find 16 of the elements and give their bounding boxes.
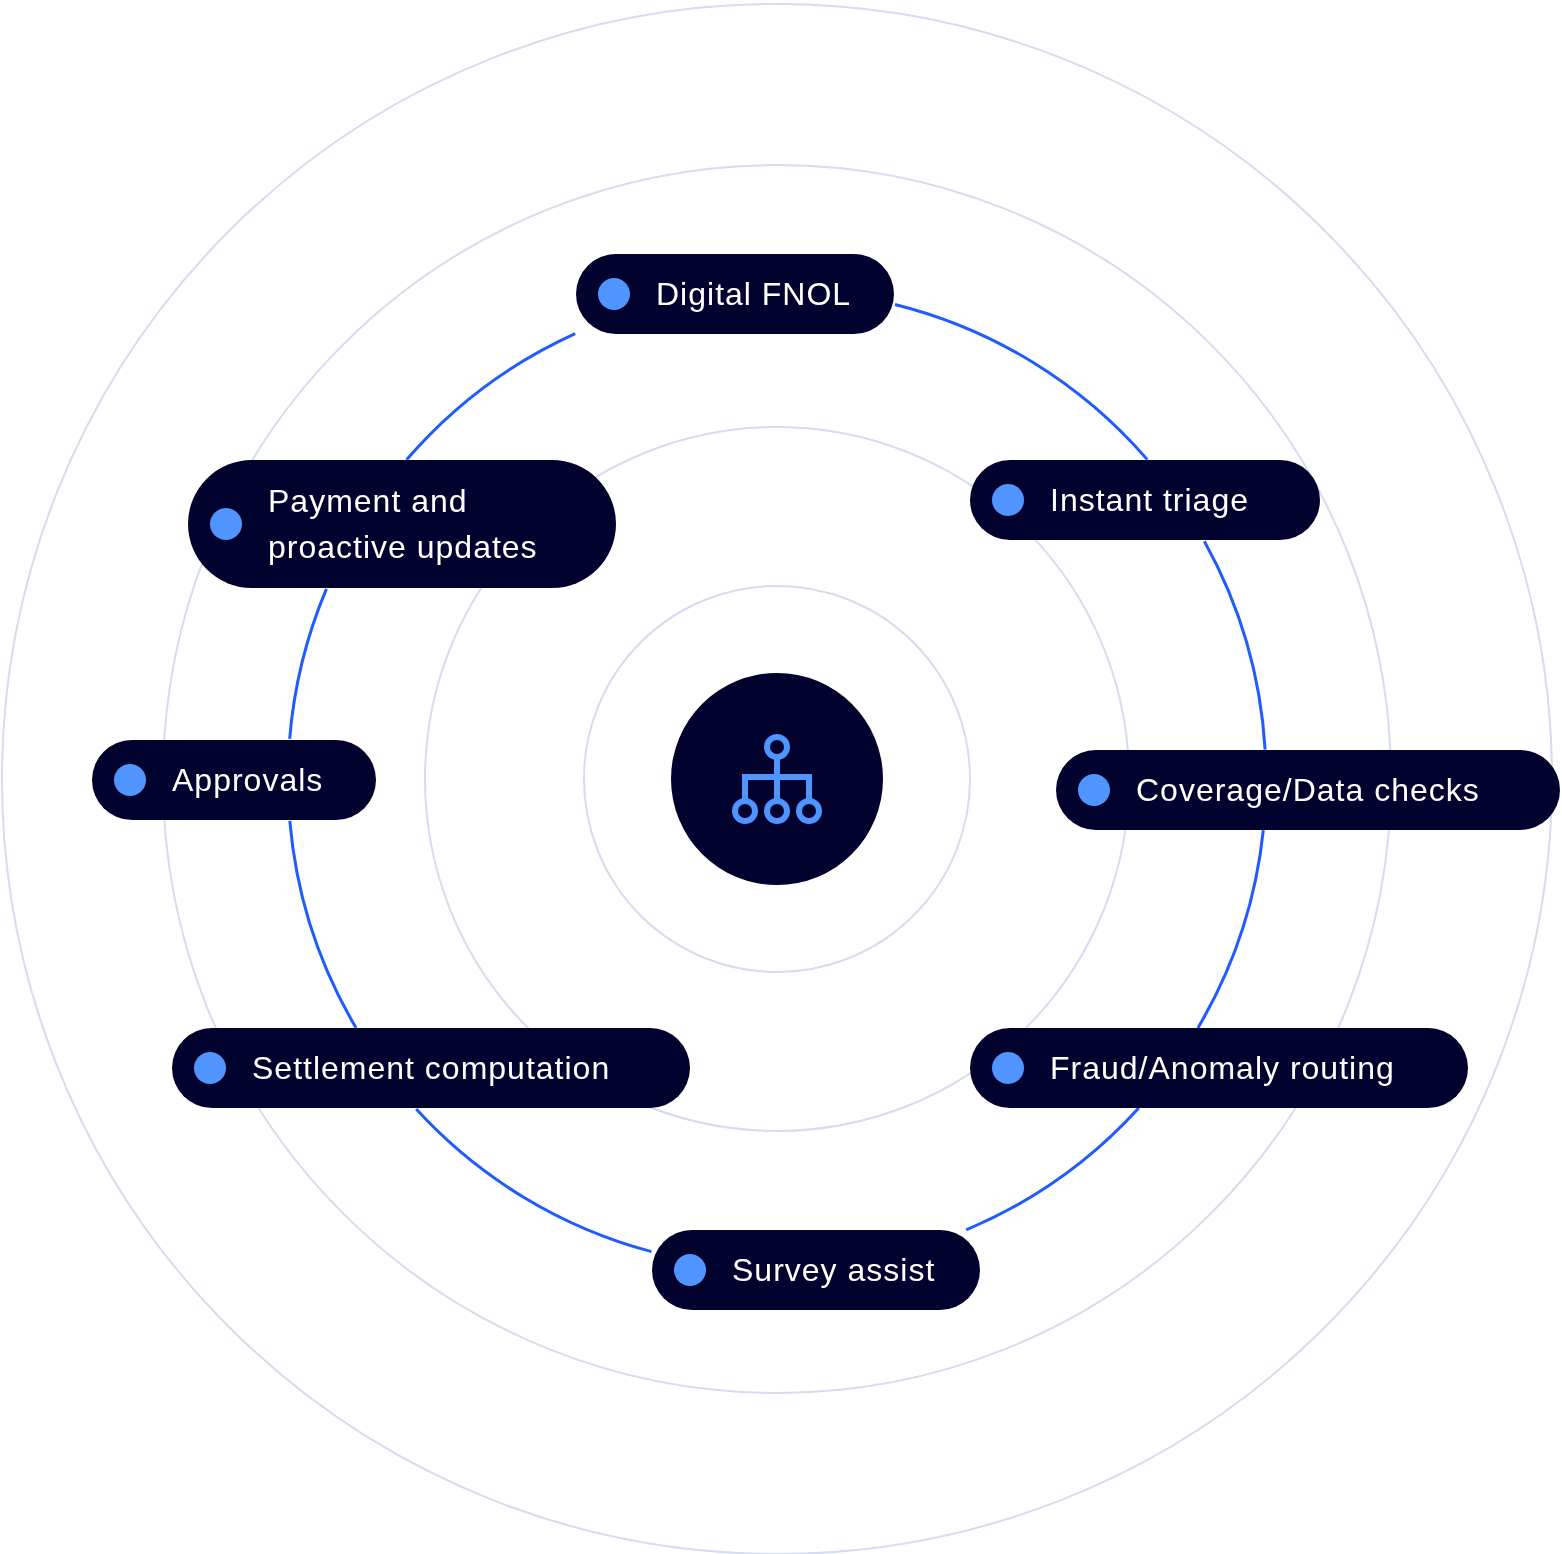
step-label: Approvals — [172, 761, 324, 800]
connector-arc — [288, 820, 358, 1029]
connector-arc — [965, 1106, 1140, 1232]
step-label: Digital FNOL — [656, 275, 852, 314]
connector-arc — [405, 332, 576, 461]
step-label: Survey assist — [732, 1251, 936, 1290]
connector-arc — [288, 588, 328, 740]
step-label: Payment and proactive updates — [268, 482, 539, 567]
connector-arc — [1202, 540, 1267, 750]
step-label: Settlement computation — [252, 1049, 611, 1088]
connector-arc — [1196, 829, 1265, 1029]
step-label: Fraud/Anomaly routing — [1050, 1049, 1395, 1088]
step-label: Coverage/Data checks — [1136, 771, 1480, 810]
connector-arc — [415, 1107, 652, 1254]
connector-arc — [894, 303, 1149, 461]
step-label: Instant triage — [1050, 481, 1249, 520]
